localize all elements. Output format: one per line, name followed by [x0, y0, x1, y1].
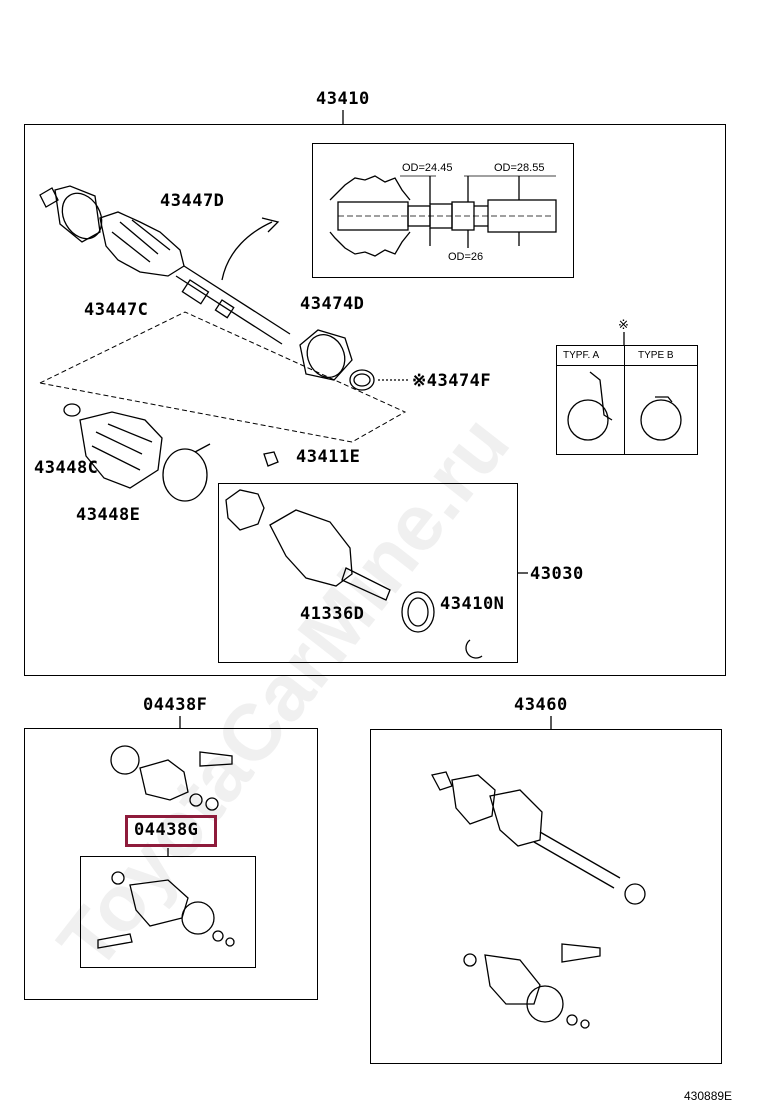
od-bottom-label: OD=26 — [448, 251, 484, 263]
type-b-label: TYPE B — [638, 350, 674, 361]
main-assembly-box — [24, 124, 726, 676]
label-43410[interactable]: 43410 — [316, 89, 370, 109]
highlight-frame — [125, 815, 217, 847]
assembly-43460-box — [370, 729, 722, 1064]
od-left-label: OD=24.45 — [402, 162, 453, 174]
label-43474D[interactable]: 43474D — [300, 294, 365, 314]
kit-dashed-outline — [38, 311, 407, 443]
assembly-43460-parts — [431, 716, 646, 1029]
inner-boot-part — [63, 403, 211, 502]
type-mark: ※ — [618, 317, 629, 332]
label-43411E[interactable]: 43411E — [296, 447, 361, 467]
inboard-joint-box — [218, 483, 518, 663]
type-header-line — [556, 365, 698, 366]
label-43448C[interactable]: 43448C — [34, 458, 99, 478]
figure-id: 430889E — [684, 1089, 733, 1103]
label-43410N[interactable]: 43410N — [440, 594, 505, 614]
kit-04438F-parts — [97, 716, 235, 949]
damper-part — [299, 329, 375, 391]
label-43474F[interactable]: ※43474F — [412, 371, 492, 391]
kit-04438F-box — [24, 728, 318, 1000]
clip-part — [263, 451, 279, 467]
outer-joint-assembly — [39, 185, 291, 345]
od-right-label: OD=28.55 — [494, 162, 545, 174]
clamp-type-divider — [624, 345, 625, 455]
type-a-label: TYPF. A — [563, 350, 600, 361]
kit-04438G-box — [80, 856, 256, 968]
label-04438F[interactable]: 04438F — [143, 695, 208, 715]
detail-inset-box — [312, 143, 574, 278]
clamp-type-box — [556, 345, 698, 455]
arrow-head — [261, 217, 280, 233]
detail-inset-shaft — [329, 175, 557, 257]
clamp-type-drawings — [567, 332, 682, 441]
arrow-curve — [221, 221, 273, 281]
label-43447C[interactable]: 43447C — [84, 300, 149, 320]
inboard-joint-part — [225, 489, 483, 659]
label-43447D[interactable]: 43447D — [160, 191, 225, 211]
label-43448E[interactable]: 43448E — [76, 505, 141, 525]
label-43460[interactable]: 43460 — [514, 695, 568, 715]
label-41336D[interactable]: 41336D — [300, 604, 365, 624]
label-04438G[interactable]: 04438G — [134, 820, 199, 840]
label-43030[interactable]: 43030 — [530, 564, 584, 584]
